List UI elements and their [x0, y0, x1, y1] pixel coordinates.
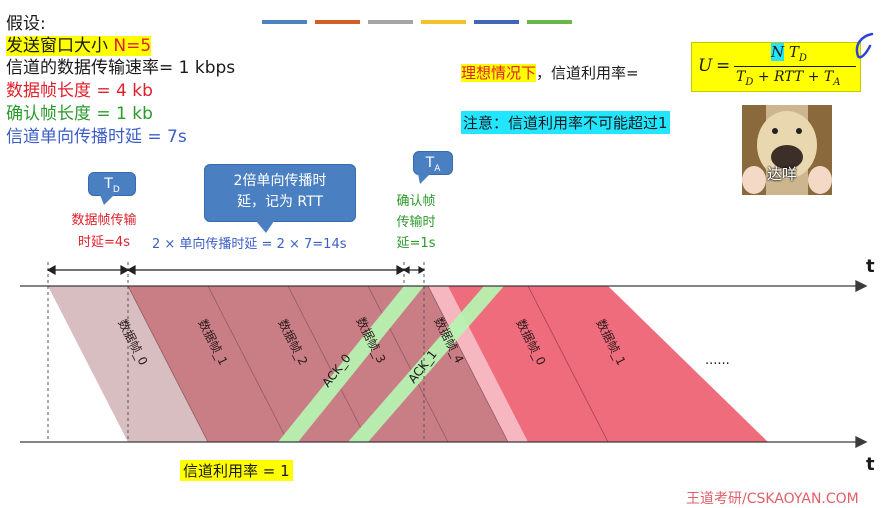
- title-decoration-bar: [262, 20, 307, 24]
- ack-delay-line2: 传输时: [396, 215, 436, 230]
- td-tag-sub: D: [112, 184, 120, 195]
- dog-meme-drawing: [742, 105, 832, 195]
- ta-tag-sub: A: [434, 163, 441, 174]
- formula-sub-D: D: [798, 53, 807, 64]
- frame-boundary-line: [367, 285, 449, 443]
- title-decoration-bar: [421, 20, 466, 24]
- title-decoration-bar: [315, 20, 360, 24]
- utilization-formula: U = N TD TD + RTT + TA: [691, 42, 861, 92]
- rate-line: 信道的数据传输速率= 1 kbps: [6, 58, 236, 78]
- ack-band-0: [278, 286, 424, 442]
- frame-delay-label: 数据帧传输 时延=4s: [56, 210, 152, 254]
- ack-delay-line1: 确认帧: [396, 194, 436, 209]
- ta-tag: TA: [413, 151, 453, 175]
- frame-length-line: 数据帧长度 = 4 kb: [6, 81, 153, 101]
- frame-boundary-line: [527, 285, 609, 443]
- time-axis-bottom-label: t: [866, 454, 875, 475]
- frame-delay-line1: 数据帧传输: [71, 213, 137, 228]
- rtt-callout-line2: 延，记为 RTT: [236, 194, 324, 210]
- td-tag: TD: [88, 172, 136, 196]
- formula-den-sub-D: D: [745, 76, 754, 88]
- ack-delay-label: 确认帧 传输时 延=1s: [390, 191, 442, 254]
- more-frames-ellipsis: ......: [705, 353, 730, 368]
- window-size-value: N=5: [113, 36, 152, 56]
- assumption-header: 假设:: [6, 14, 46, 34]
- window-size-line: 发送窗口大小 N=5: [6, 36, 152, 57]
- pen-stroke-icon: [855, 32, 874, 59]
- formula-den-sub-A: A: [833, 76, 841, 88]
- ideal-label: 理想情况下: [461, 64, 537, 82]
- formula-den-T: T: [736, 69, 746, 85]
- interval-arrow-ta: [402, 265, 426, 275]
- title-decoration-bar: [474, 20, 519, 24]
- formula-eq: =: [716, 56, 731, 76]
- rtt-formula-label: 2 × 单向传播时延 = 2 × 7=14s: [152, 237, 347, 252]
- title-decoration-bar: [368, 20, 413, 24]
- note-text: 注意：信道利用率不可能超过1: [461, 111, 670, 134]
- utilization-label: ，信道利用率=: [536, 64, 639, 82]
- td-tag-T: T: [104, 176, 113, 192]
- frame-delay-line2: 时延=4s: [78, 235, 130, 250]
- rtt-callout: 2倍单向传播时 延，记为 RTT: [204, 164, 356, 222]
- ta-tag-T: T: [425, 155, 435, 171]
- frame-band-7: [528, 286, 688, 442]
- watermark: 王道考研/CSKAOYAN.COM: [686, 491, 859, 507]
- frame-band-2: [288, 286, 448, 442]
- frame-band-3: [368, 286, 508, 442]
- fraction-bar: [734, 66, 856, 67]
- frame-boundary-line: [207, 285, 289, 443]
- title-decoration-bar: [527, 20, 572, 24]
- frame-band-6: [448, 286, 608, 442]
- formula-N: N: [771, 43, 785, 61]
- window-size-label: 发送窗口大小: [6, 36, 114, 56]
- dog-meme-image: 达咩: [742, 105, 832, 195]
- formula-numerator: N TD: [771, 43, 807, 64]
- time-axis-bottom: [20, 435, 868, 449]
- prop-delay-line: 信道单向传播时延 = 7s: [6, 127, 187, 147]
- ack-delay-line3: 延=1s: [396, 236, 436, 251]
- frame-band-0: [128, 286, 288, 442]
- td-tag-pointer: [100, 195, 114, 205]
- formula-denominator: TD + RTT + TA: [736, 69, 840, 88]
- formula-T: T: [788, 43, 799, 61]
- rtt-callout-pointer: [256, 221, 274, 233]
- frame-boundary-line: [127, 285, 209, 443]
- ack-band-1: [348, 286, 504, 442]
- time-axis-top: [20, 279, 868, 293]
- ack-length-line: 确认帧长度 = 1 kb: [6, 104, 153, 124]
- frame-band-last: [558, 286, 768, 442]
- interval-arrow-rtt: [126, 264, 406, 276]
- formula-U: U: [698, 56, 713, 76]
- formula-den-rest: + RTT + T: [757, 69, 834, 85]
- frame-boundary-line: [287, 285, 369, 443]
- utilization-result: 信道利用率 = 1: [180, 460, 293, 481]
- rtt-callout-line1: 2倍单向传播时: [233, 173, 327, 189]
- ta-tag-pointer: [418, 174, 430, 184]
- meme-caption: 达咩: [767, 165, 798, 183]
- time-axis-top-label: t: [866, 256, 875, 277]
- frame-boundary-line: [427, 285, 509, 443]
- interval-arrow-td: [46, 264, 130, 276]
- formula-caption: 理想情况下，信道利用率=: [461, 62, 639, 83]
